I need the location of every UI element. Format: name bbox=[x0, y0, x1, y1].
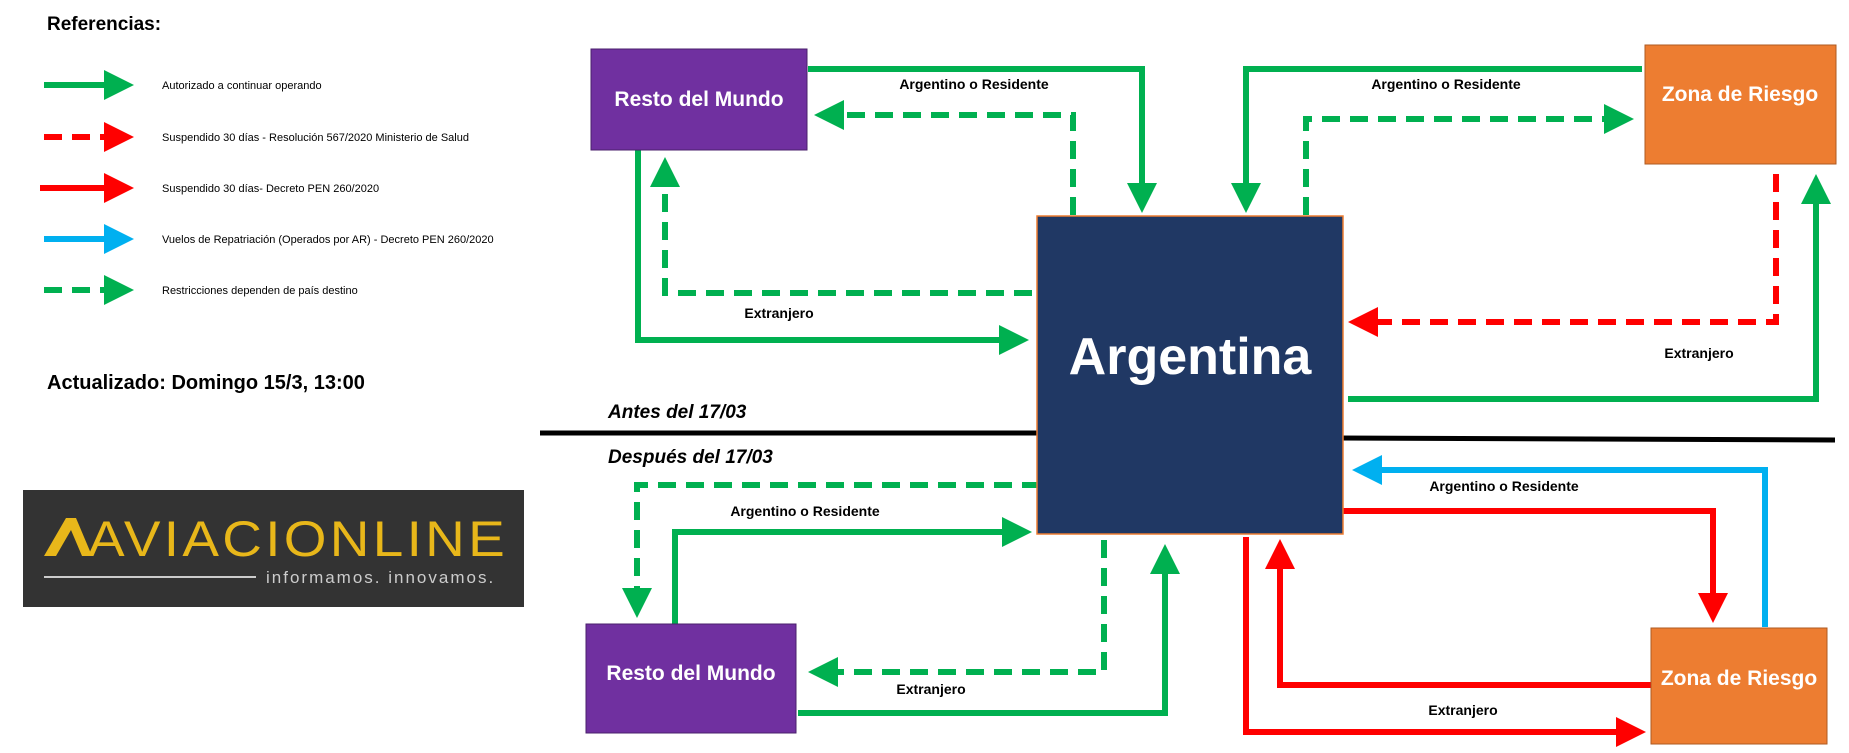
node-box bbox=[590, 48, 808, 151]
flow-label-top-left-resident: Argentino o Residente bbox=[899, 76, 1049, 92]
legend-label: Autorizado a continuar operando bbox=[162, 80, 322, 92]
node-label: Zona de Riesgo bbox=[1661, 667, 1817, 690]
logo-wordmark: AVIACIONLINE bbox=[88, 511, 508, 567]
arrow-bottom-left-resident-out bbox=[622, 482, 1040, 618]
node-label: Argentina bbox=[1069, 328, 1313, 386]
arrow-top-left-foreign-in bbox=[635, 150, 1029, 355]
legend-item-suspended-decree: Suspendido 30 días- Decreto PEN 260/2020 bbox=[40, 173, 379, 203]
logo-mark-icon bbox=[44, 518, 92, 556]
logo-background bbox=[23, 490, 524, 607]
legend-label: Suspendido 30 días - Resolución 567/2020… bbox=[162, 132, 469, 144]
node-zona-de-riesgo-top: Zona de Riesgo bbox=[1644, 44, 1837, 165]
timeline-divider-right bbox=[1337, 435, 1836, 443]
node-box bbox=[585, 623, 797, 734]
node-zona-de-riesgo-bottom: Zona de Riesgo bbox=[1650, 627, 1828, 745]
legend-item-restrictions: Restricciones dependen de país destino bbox=[44, 275, 358, 305]
arrow-top-right-resident-in bbox=[1231, 66, 1642, 213]
arrow-top-right-foreign-out bbox=[1348, 174, 1831, 402]
arrow-bottom-right-foreign-out-suspended bbox=[1243, 537, 1646, 747]
section-after-label: Después del 17/03 bbox=[608, 447, 773, 468]
legend-label: Restricciones dependen de país destino bbox=[162, 285, 358, 297]
flow-label-bottom-left-resident: Argentino o Residente bbox=[730, 503, 880, 519]
flow-label-top-left-foreign: Extranjero bbox=[744, 305, 813, 321]
node-resto-del-mundo-top: Resto del Mundo bbox=[590, 48, 808, 151]
flow-label-top-right-foreign: Extranjero bbox=[1664, 345, 1733, 361]
logo-tagline: informamos. innovamos. bbox=[266, 568, 495, 587]
flow-label-bottom-right-foreign: Extranjero bbox=[1428, 702, 1497, 718]
section-before-label: Antes del 17/03 bbox=[607, 402, 747, 423]
arrow-top-right-foreign-in-suspended bbox=[1348, 174, 1779, 337]
node-resto-del-mundo-bottom: Resto del Mundo bbox=[585, 623, 797, 734]
legend-item-authorized: Autorizado a continuar operando bbox=[44, 70, 322, 100]
legend-label: Vuelos de Repatriación (Operados por AR)… bbox=[162, 234, 494, 246]
arrow-bottom-left-foreign-out bbox=[808, 540, 1107, 687]
node-box bbox=[1644, 44, 1837, 165]
arrow-bottom-right-foreign-in-suspended bbox=[1265, 539, 1651, 688]
node-label: Resto del Mundo bbox=[606, 662, 775, 685]
node-label: Zona de Riesgo bbox=[1662, 83, 1818, 106]
aviacionline-logo: AVIACIONLINE informamos. innovamos. bbox=[23, 490, 524, 607]
node-label: Resto del Mundo bbox=[614, 88, 783, 111]
legend-item-repatriation: Vuelos de Repatriación (Operados por AR)… bbox=[44, 224, 494, 254]
arrow-top-right-resident-out bbox=[1303, 104, 1634, 215]
arrow-bottom-right-resident-out-suspended bbox=[1342, 508, 1728, 623]
flow-label-bottom-left-foreign: Extranjero bbox=[896, 681, 965, 697]
legend-item-suspended-resolution: Suspendido 30 días - Resolución 567/2020… bbox=[44, 122, 469, 152]
flow-label-top-right-resident: Argentino o Residente bbox=[1371, 76, 1521, 92]
node-box bbox=[1036, 215, 1344, 535]
node-argentina: Argentina bbox=[1036, 215, 1344, 535]
flow-label-bottom-right-resident: Argentino o Residente bbox=[1429, 478, 1579, 494]
node-box bbox=[1650, 627, 1828, 745]
arrow-bottom-left-foreign-in bbox=[798, 544, 1180, 716]
arrow-bottom-right-repatriation bbox=[1352, 455, 1768, 627]
legend-title: Referencias: bbox=[47, 14, 161, 35]
legend-label: Suspendido 30 días- Decreto PEN 260/2020 bbox=[162, 183, 379, 195]
arrow-bottom-left-resident-in bbox=[672, 517, 1032, 624]
arrow-top-left-resident-out bbox=[814, 100, 1076, 215]
arrow-top-left-foreign-out bbox=[650, 157, 1032, 296]
arrow-top-left-resident-in bbox=[808, 66, 1157, 213]
updated-timestamp: Actualizado: Domingo 15/3, 13:00 bbox=[47, 372, 365, 394]
